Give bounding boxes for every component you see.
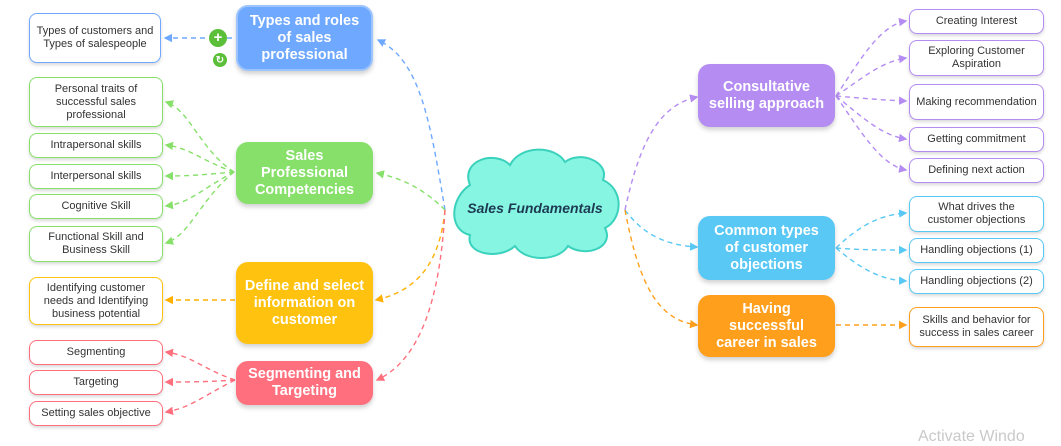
- branch-types-roles-label: Types and roles of sales professional: [249, 12, 360, 63]
- leaf-what-drives-label: What drives the customer objections: [927, 201, 1026, 226]
- leaf-what-drives[interactable]: What drives the customer objections: [909, 196, 1044, 232]
- leaf-targeting[interactable]: Targeting: [29, 370, 163, 395]
- leaf-exploring-aspiration-label: Exploring Customer Aspiration: [928, 45, 1025, 70]
- leaf-intrapersonal[interactable]: Intrapersonal skills: [29, 133, 163, 158]
- leaf-interpersonal-label: Interpersonal skills: [50, 170, 142, 182]
- leaf-getting-commitment-label: Getting commitment: [927, 133, 1026, 145]
- leaf-interpersonal[interactable]: Interpersonal skills: [29, 164, 163, 189]
- leaf-handling-1[interactable]: Handling objections (1): [909, 238, 1044, 263]
- branch-competencies[interactable]: Sales Professional Competencies: [236, 142, 373, 204]
- center-topic-label[interactable]: Sales Fundamentals: [467, 200, 603, 216]
- branch-define-info[interactable]: Define and select information on custome…: [236, 262, 373, 344]
- leaf-personal-traits[interactable]: Personal traits of successful sales prof…: [29, 77, 163, 127]
- sync-icon[interactable]: ↻: [213, 53, 227, 67]
- leaf-exploring-aspiration[interactable]: Exploring Customer Aspiration: [909, 40, 1044, 76]
- branch-types-roles[interactable]: Types and roles of sales professional: [236, 5, 373, 71]
- plus-circle-icon[interactable]: +: [209, 29, 227, 47]
- leaf-handling-2-label: Handling objections (2): [920, 275, 1033, 287]
- branch-objections[interactable]: Common types of customer objections: [698, 216, 835, 280]
- center-cloud-shape: [453, 148, 620, 259]
- leaf-types-customers-label: Types of customers and Types of salespeo…: [36, 25, 154, 50]
- leaf-skills-behavior[interactable]: Skills and behavior for success in sales…: [909, 307, 1044, 347]
- leaf-creating-interest[interactable]: Creating Interest: [909, 9, 1044, 34]
- leaf-intrapersonal-label: Intrapersonal skills: [50, 139, 142, 151]
- branch-define-info-label: Define and select information on custome…: [244, 277, 365, 328]
- branch-segmenting-label: Segmenting and Targeting: [248, 366, 361, 399]
- leaf-types-customers[interactable]: Types of customers and Types of salespeo…: [29, 13, 161, 63]
- leaf-defining-next[interactable]: Defining next action: [909, 158, 1044, 183]
- leaf-handling-2[interactable]: Handling objections (2): [909, 269, 1044, 294]
- branch-segmenting[interactable]: Segmenting and Targeting: [236, 361, 373, 405]
- leaf-cognitive[interactable]: Cognitive Skill: [29, 194, 163, 219]
- branch-consultative[interactable]: Consultative selling approach: [698, 64, 835, 127]
- branch-career-label: Having successful career in sales: [716, 300, 817, 351]
- leaf-functional[interactable]: Functional Skill and Business Skill: [29, 226, 163, 262]
- leaf-making-recommendation-label: Making recommendation: [916, 95, 1037, 108]
- leaf-handling-1-label: Handling objections (1): [920, 244, 1033, 256]
- leaf-cognitive-label: Cognitive Skill: [61, 200, 131, 212]
- leaf-functional-label: Functional Skill and Business Skill: [48, 231, 144, 256]
- leaf-segmenting[interactable]: Segmenting: [29, 340, 163, 365]
- leaf-defining-next-label: Defining next action: [928, 164, 1025, 176]
- leaf-identifying-needs[interactable]: Identifying customer needs and Identifyi…: [29, 277, 163, 325]
- activation-watermark: Activate Windo: [918, 428, 1025, 445]
- leaf-skills-behavior-label: Skills and behavior for success in sales…: [919, 314, 1034, 339]
- leaf-making-recommendation[interactable]: Making recommendation: [909, 84, 1044, 120]
- branch-competencies-label: Sales Professional Competencies: [254, 147, 355, 198]
- leaf-identifying-needs-label: Identifying customer needs and Identifyi…: [43, 281, 149, 320]
- leaf-segmenting-label: Segmenting: [66, 346, 126, 358]
- branch-career[interactable]: Having successful career in sales: [698, 295, 835, 357]
- branch-objections-label: Common types of customer objections: [714, 222, 819, 273]
- leaf-getting-commitment[interactable]: Getting commitment: [909, 127, 1044, 152]
- leaf-targeting-label: Targeting: [73, 376, 119, 388]
- leaf-setting-objective[interactable]: Setting sales objective: [29, 401, 163, 426]
- branch-consultative-label: Consultative selling approach: [708, 78, 825, 112]
- leaf-setting-objective-label: Setting sales objective: [41, 407, 151, 419]
- leaf-creating-interest-label: Creating Interest: [935, 15, 1018, 27]
- leaf-personal-traits-label: Personal traits of successful sales prof…: [54, 82, 138, 121]
